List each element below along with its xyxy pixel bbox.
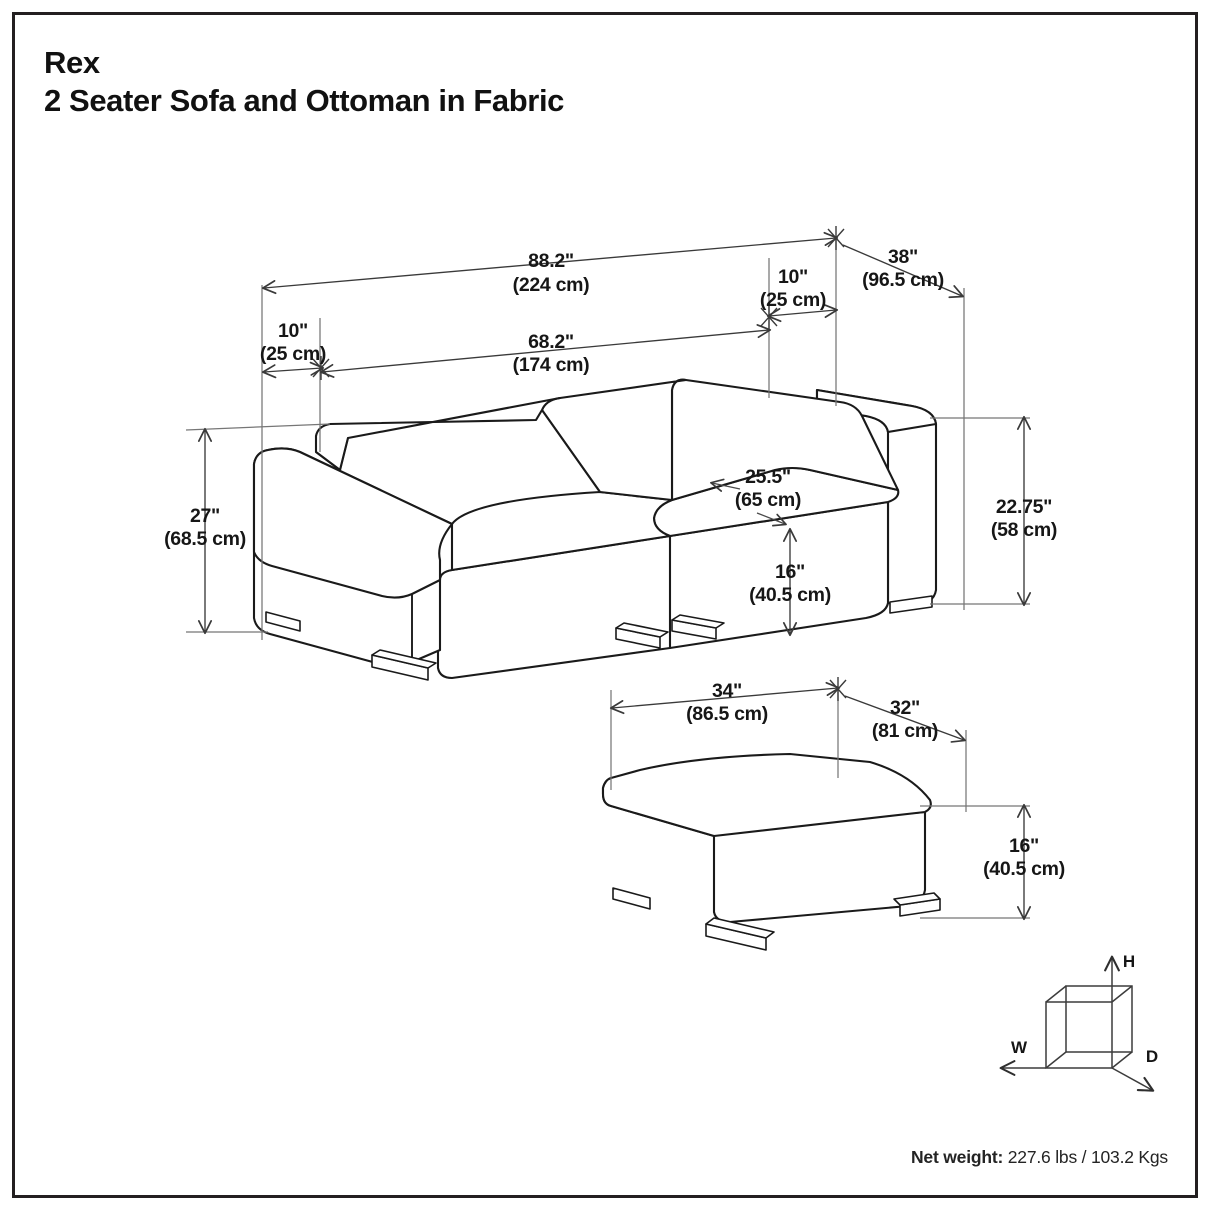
sofa-left-arm-top — [252, 447, 454, 599]
dim-overall-height-inches: 27" — [190, 505, 220, 527]
leader-seat-depth-lower — [756, 512, 787, 527]
xmark-arm-right — [760, 305, 778, 329]
dim-line-overall-width — [261, 231, 839, 295]
cube-edge-bottom-left — [1045, 1051, 1067, 1069]
ottoman-dimension-annotations: 34" (86.5 cm) 32" (81 cm) 16" (40.5 cm) — [609, 677, 1065, 921]
sofa-back-rail-left — [314, 396, 562, 472]
sofa-foot-right — [889, 595, 933, 614]
dim-seat-width-inches: 68.2" — [528, 331, 574, 353]
leader-seat-depth-upper — [710, 478, 741, 492]
xmark-ottoman-width — [829, 677, 847, 701]
dim-overall-width-inches: 88.2" — [528, 250, 574, 272]
axis-label-height: H — [1123, 952, 1135, 971]
dim-line-seat-width — [319, 324, 772, 378]
axis-legend-cube: H W D — [999, 952, 1158, 1092]
ottoman-foot-front-top — [705, 917, 775, 939]
dim-seat-height-metric: (40.5 cm) — [749, 584, 831, 606]
net-weight-value: 227.6 lbs / 103.2 Kgs — [1007, 1147, 1168, 1167]
dim-overall-height-metric: (68.5 cm) — [164, 528, 246, 550]
dim-arm-width-left-inches: 10" — [278, 320, 308, 342]
ottoman-illustration — [601, 752, 941, 951]
dim-seat-depth-inches: 25.5" — [745, 466, 791, 488]
dim-overall-depth-inches: 38" — [888, 246, 918, 268]
net-weight-note: Net weight: 227.6 lbs / 103.2 Kgs — [911, 1147, 1168, 1168]
cube-front-face — [1045, 1001, 1113, 1069]
product-name: Rex — [44, 45, 100, 80]
xmark-sofa-depth — [827, 226, 845, 250]
dim-line-overall-depth — [842, 244, 965, 299]
ottoman-top — [601, 752, 932, 838]
sofa-foot-rear-left — [265, 611, 301, 632]
dim-ottoman-depth-metric: (81 cm) — [872, 720, 938, 742]
ottoman-foot-right-top — [893, 892, 941, 906]
axis-label-depth: D — [1146, 1047, 1158, 1066]
cube-edge-top-left — [1045, 985, 1067, 1003]
sofa-foot-center-b-top — [671, 614, 725, 629]
sofa-illustration — [252, 378, 938, 681]
axis-label-width: W — [1011, 1038, 1028, 1057]
sofa-foot-center-a-top — [615, 622, 669, 638]
dim-arm-height-metric: (58 cm) — [991, 519, 1057, 541]
sofa-left-arm-shoulder — [315, 451, 341, 471]
sofa-back-panel-left — [541, 409, 601, 493]
xmark-arm-left — [312, 356, 330, 380]
dim-line-ottoman-width — [609, 681, 841, 715]
dim-ottoman-height-inches: 16" — [1009, 835, 1039, 857]
dim-seat-depth-metric: (65 cm) — [735, 489, 801, 511]
title-block: Rex 2 Seater Sofa and Ottoman in Fabric — [44, 44, 944, 120]
dim-seat-height-inches: 16" — [775, 561, 805, 583]
sofa-foot-front-left-top — [371, 649, 437, 669]
ottoman-foot-left-rear — [612, 887, 651, 910]
dim-ottoman-width-inches: 34" — [712, 680, 742, 702]
net-weight-label: Net weight: — [910, 1147, 1004, 1167]
cube-back-face — [1065, 985, 1133, 1053]
dim-ottoman-depth-inches: 32" — [890, 697, 920, 719]
dim-overall-depth-metric: (96.5 cm) — [862, 269, 944, 291]
product-subtitle: 2 Seater Sofa and Ottoman in Fabric — [44, 83, 565, 118]
dim-overall-width-metric: (224 cm) — [513, 274, 590, 296]
dim-line-arm-width-left — [261, 361, 325, 379]
dim-arm-width-left-metric: (25 cm) — [260, 343, 326, 365]
dim-line-ottoman-depth — [844, 695, 967, 743]
dim-arm-width-right-inches: 10" — [778, 266, 808, 288]
dim-ottoman-width-metric: (86.5 cm) — [686, 703, 768, 725]
cube-edge-bottom-right — [1111, 1051, 1133, 1069]
dim-arm-width-right-metric: (25 cm) — [760, 289, 826, 311]
sofa-dimension-annotations: 88.2" (224 cm) 68.2" (174 cm) 10" (25 cm… — [164, 226, 1057, 640]
dim-ottoman-height-metric: (40.5 cm) — [983, 858, 1065, 880]
cube-edge-top-right — [1111, 985, 1133, 1003]
ext-line-sofa-top-left — [185, 423, 331, 431]
dim-arm-height-inches: 22.75" — [996, 496, 1052, 518]
axis-depth-arrow — [1111, 1067, 1155, 1092]
dim-seat-width-metric: (174 cm) — [513, 354, 590, 376]
dim-line-arm-width-right — [766, 303, 839, 323]
sofa-back-rail-left-edge — [339, 437, 349, 471]
